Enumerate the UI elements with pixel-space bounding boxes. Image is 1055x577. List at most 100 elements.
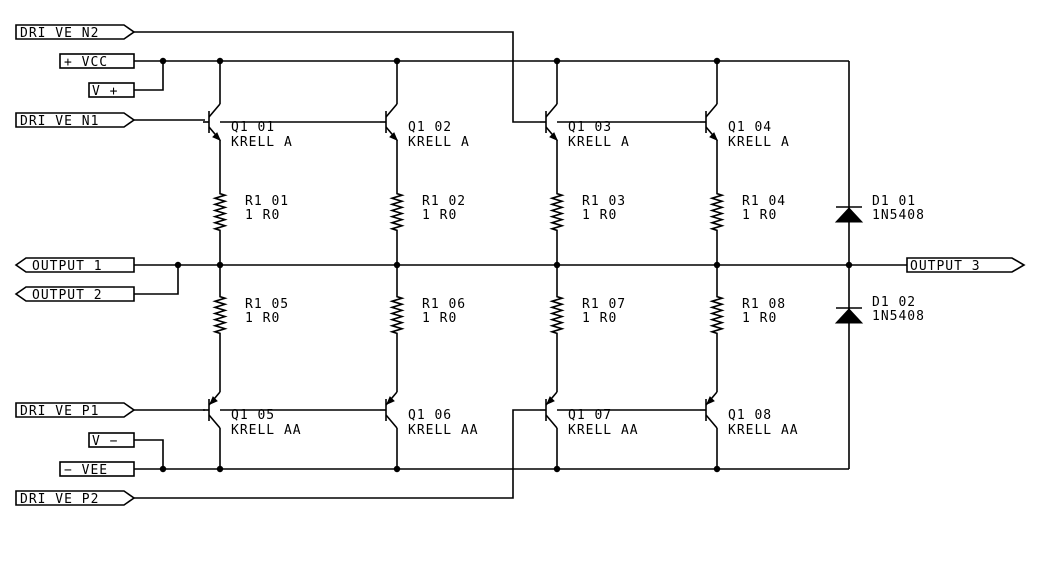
resistor-value: 1 R0 (245, 208, 280, 223)
transistor-ref: Q1 05 (231, 408, 275, 423)
port-label: V − (92, 434, 118, 449)
resistor-2: R1 021 R0 (389, 190, 466, 234)
junction-dot (845, 261, 853, 269)
port-label: DRI VE N1 (20, 114, 99, 129)
resistor-symbol (709, 190, 725, 234)
port-label: DRI VE P2 (20, 492, 99, 507)
emitter-arrow (549, 132, 558, 141)
transistor-value: KRELL AA (408, 423, 479, 438)
resistor-3: R1 031 R0 (549, 190, 626, 234)
junction-dot (393, 261, 401, 269)
transistor-ref: Q1 06 (408, 408, 452, 423)
emitter-arrow (546, 396, 555, 405)
junction-dot (553, 57, 561, 65)
transistor-value: KRELL AA (568, 423, 639, 438)
emitter-arrow (709, 132, 718, 141)
port-output-1: OUTPUT 1 (14, 257, 135, 274)
junction-dot (174, 261, 182, 269)
junction-dot (216, 261, 224, 269)
resistor-symbol (212, 190, 228, 234)
emitter-arrow (212, 132, 221, 141)
transistor-ref: Q1 01 (231, 120, 275, 135)
resistor-8: R1 081 R0 (709, 293, 786, 337)
resistor-symbol (389, 190, 405, 234)
resistor-ref: R1 04 (742, 194, 786, 209)
resistor-symbol (549, 293, 565, 337)
junction-dot (216, 465, 224, 473)
junction-dot (713, 261, 721, 269)
resistor-symbol (212, 293, 228, 337)
port-v-minus: V − (88, 432, 135, 449)
junction-dot (393, 57, 401, 65)
junction-dot (159, 465, 167, 473)
wires (134, 31, 907, 499)
resistor-ref: R1 06 (422, 297, 466, 312)
junction-dot (159, 57, 167, 65)
diodes: D1 01 1N5408 D1 02 1N5408 (834, 194, 925, 324)
resistor-symbol (549, 190, 565, 234)
diode-symbol (834, 207, 864, 223)
emitter-arrow (389, 132, 398, 141)
diode-symbol (834, 308, 864, 324)
transistor-value: KRELL A (728, 135, 790, 150)
resistor-5: R1 051 R0 (212, 293, 289, 337)
junction-dot (553, 261, 561, 269)
transistor-value: KRELL A (408, 135, 470, 150)
transistor-ref: Q1 02 (408, 120, 452, 135)
resistor-value: 1 R0 (582, 311, 617, 326)
ports: DRI VE N2 + VCC V + DRI VE N1 OUTPUT 1 O… (14, 24, 1026, 507)
port-output-3: OUTPUT 3 (906, 257, 1026, 274)
emitter-arrow (706, 396, 715, 405)
transistor-ref: Q1 03 (568, 120, 612, 135)
resistor-ref: R1 08 (742, 297, 786, 312)
resistor-7: R1 071 R0 (549, 293, 626, 337)
port-drive-p1: DRI VE P1 (15, 402, 136, 419)
diode-ref: D1 01 (872, 194, 916, 209)
resistor-1: R1 011 R0 (212, 190, 289, 234)
diode-value: 1N5408 (872, 208, 925, 223)
junction-dot (713, 57, 721, 65)
transistor-ref: Q1 08 (728, 408, 772, 423)
resistor-ref: R1 01 (245, 194, 289, 209)
resistor-value: 1 R0 (582, 208, 617, 223)
port-label: OUTPUT 1 (32, 259, 103, 274)
port-label: − VEE (64, 463, 108, 478)
resistor-symbol (709, 293, 725, 337)
junction-dot (393, 465, 401, 473)
resistor-ref: R1 02 (422, 194, 466, 209)
junction-dot (216, 57, 224, 65)
diode-d102: D1 02 1N5408 (834, 295, 924, 324)
resistor-ref: R1 05 (245, 297, 289, 312)
resistor-6: R1 061 R0 (389, 293, 466, 337)
resistor-value: 1 R0 (422, 208, 457, 223)
emitter-arrow (209, 396, 218, 405)
port-output-2: OUTPUT 2 (14, 286, 135, 303)
resistor-value: 1 R0 (245, 311, 280, 326)
port-drive-p2: DRI VE P2 (15, 490, 136, 507)
transistor-value: KRELL A (231, 135, 293, 150)
junction-dot (713, 465, 721, 473)
transistor-value: KRELL AA (728, 423, 799, 438)
resistor-value: 1 R0 (422, 311, 457, 326)
resistor-value: 1 R0 (742, 311, 777, 326)
resistor-ref: R1 03 (582, 194, 626, 209)
resistor-symbol (389, 293, 405, 337)
resistor-ref: R1 07 (582, 297, 626, 312)
port-drive-n1: DRI VE N1 (15, 112, 136, 129)
transistor-ref: Q1 04 (728, 120, 772, 135)
port-vcc: + VCC (59, 53, 135, 70)
port-drive-n2: DRI VE N2 (15, 24, 136, 41)
port-label: DRI VE N2 (20, 26, 99, 41)
port-label: + VCC (64, 55, 108, 70)
junctions (159, 57, 853, 473)
transistor-value: KRELL AA (231, 423, 302, 438)
port-label: OUTPUT 2 (32, 288, 103, 303)
